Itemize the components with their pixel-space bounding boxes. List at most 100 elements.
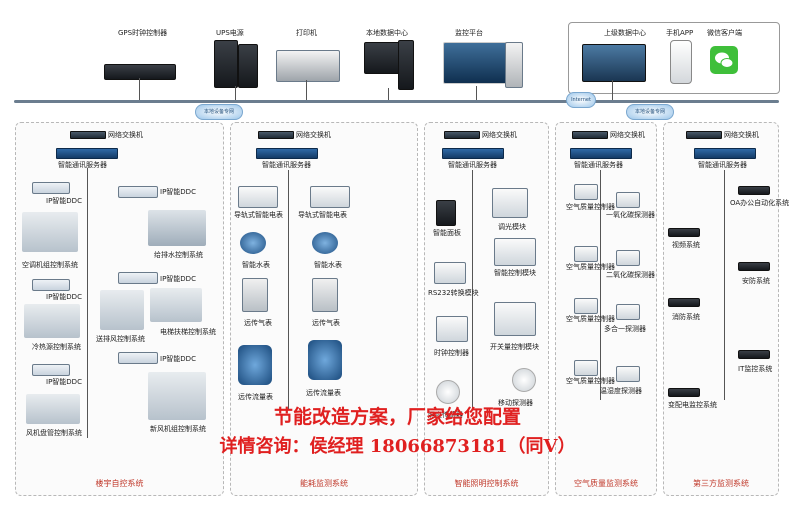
water-supply-illustration xyxy=(148,210,206,246)
fan-coil-illustration xyxy=(26,394,80,424)
air-controller-1 xyxy=(574,184,598,200)
laptop-device xyxy=(582,44,646,82)
gps-clock-device xyxy=(104,64,176,80)
third-panel-title: 第三方监测系统 xyxy=(693,479,749,488)
phone-device xyxy=(670,40,692,84)
printer-label: 打印机 xyxy=(296,29,317,37)
elevator-illustration xyxy=(150,288,202,322)
clock-controller-device xyxy=(436,316,468,342)
building-panel-title: 楼宇自控系统 xyxy=(95,479,144,488)
water-meter-label-2: 智能水表 xyxy=(314,261,342,269)
ddc-controller-5 xyxy=(32,364,70,376)
data-center-tower xyxy=(398,40,414,90)
air-controller-label-1: 空气质量控制器 xyxy=(566,203,615,211)
control-module-device xyxy=(494,238,536,266)
local-network-cloud: 本地设备专网 xyxy=(195,104,243,120)
air-controller-label-2: 空气质量控制器 xyxy=(566,263,615,271)
it-monitor-server-device xyxy=(738,350,770,359)
third-switch-label: 网络交换机 xyxy=(724,131,759,139)
energy-panel-title: 能耗监测系统 xyxy=(300,479,348,488)
oa-server-device xyxy=(738,186,770,195)
lighting-server-device xyxy=(442,148,504,159)
local-network-cloud-right: 本地设备专网 xyxy=(626,104,674,120)
din-meter-label-2: 导轨式智能电表 xyxy=(298,211,347,219)
energy-bus-line xyxy=(288,170,289,410)
smart-panel-label: 智能面板 xyxy=(433,229,461,237)
lighting-switch-device xyxy=(444,131,480,139)
switch-module-label: 开关量控制模块 xyxy=(490,343,539,351)
oa-system-label: OA办公自动化系统 xyxy=(730,199,790,207)
din-meter-label-1: 导轨式智能电表 xyxy=(234,211,283,219)
building-switch-label: 网络交换机 xyxy=(108,131,143,139)
building-switch-device xyxy=(70,131,106,139)
local-network-label-right: 本地设备专网 xyxy=(634,109,665,115)
it-monitor-system-label: IT监控系统 xyxy=(738,365,773,373)
air-bus-line xyxy=(600,170,601,400)
ddc-label-2: IP智能DDC xyxy=(160,188,196,196)
energy-switch-device xyxy=(258,131,294,139)
energy-server-label: 智能通讯服务器 xyxy=(262,161,311,169)
fire-server-device xyxy=(668,298,700,307)
third-server-label: 智能通讯服务器 xyxy=(698,161,747,169)
water-system-label: 给排水控制系统 xyxy=(154,251,203,259)
co-detector-label: 一氧化碳探测器 xyxy=(606,211,655,219)
gas-meter-1 xyxy=(242,278,268,312)
chiller-system-label: 冷热源控制系统 xyxy=(32,343,81,351)
flow-meter-2 xyxy=(308,340,342,380)
ddc-controller-6 xyxy=(118,352,158,364)
building-bus-line xyxy=(87,168,88,438)
co-detector-device xyxy=(616,192,640,208)
video-server-device xyxy=(668,228,700,237)
multi-detector-label: 多合一探测器 xyxy=(604,325,646,333)
illuminance-sensor-device xyxy=(436,380,460,404)
building-server-device xyxy=(56,148,118,159)
dimmer-module-device xyxy=(492,188,528,218)
ups-drop-line xyxy=(235,86,236,100)
water-meter-label-1: 智能水表 xyxy=(242,261,270,269)
remote-access-group xyxy=(568,22,780,94)
water-meter-1 xyxy=(240,232,266,254)
motion-detector-device xyxy=(512,368,536,392)
local-data-center-label: 本地数据中心 xyxy=(366,29,408,37)
gps-drop-line xyxy=(139,78,140,100)
third-bus-line xyxy=(724,170,725,400)
lighting-panel-title: 智能照明控制系统 xyxy=(454,479,519,488)
lighting-switch-label: 网络交换机 xyxy=(482,131,517,139)
co2-detector-label: 二氧化碳探测器 xyxy=(606,271,655,279)
promo-contact: 详情咨询：侯经理 18066873181（同V） xyxy=(219,436,576,457)
dimmer-module-label: 调光模块 xyxy=(498,223,526,231)
ahu-illustration xyxy=(22,212,78,252)
ahu-system-label: 空调机组控制系统 xyxy=(22,261,78,269)
third-switch-device xyxy=(686,131,722,139)
gps-label: GPS时钟控制器 xyxy=(118,29,168,37)
air-switch-label: 网络交换机 xyxy=(610,131,645,139)
elevator-system-label: 电梯扶梯控制系统 xyxy=(160,328,216,336)
ups-label: UPS电源 xyxy=(216,29,244,37)
fan-coil-system-label: 风机盘管控制系统 xyxy=(26,429,82,437)
clock-controller-label: 时钟控制器 xyxy=(434,349,469,357)
monitor-platform-screen xyxy=(443,42,507,84)
energy-switch-label: 网络交换机 xyxy=(296,131,331,139)
control-module-label: 智能控制模块 xyxy=(494,269,536,277)
air-quality-panel: 空气质量监测系统 xyxy=(555,122,657,496)
building-server-label: 智能通讯服务器 xyxy=(58,161,107,169)
security-system-label: 安防系统 xyxy=(742,277,770,285)
gas-meter-label-2: 远传气表 xyxy=(312,319,340,327)
ddc-label-6: IP智能DDC xyxy=(160,355,196,363)
air-controller-label-3: 空气质量控制器 xyxy=(566,315,615,323)
third-party-panel: 第三方监测系统 xyxy=(663,122,779,496)
din-meter-2 xyxy=(310,186,350,208)
flow-meter-label-2: 远传流量表 xyxy=(306,389,341,397)
air-controller-3 xyxy=(574,298,598,314)
data-center-drop-line xyxy=(388,88,389,100)
temp-humidity-detector-device xyxy=(616,366,640,382)
rs232-module-label: RS232转换模块 xyxy=(428,289,479,297)
motion-detector-label: 移动探测器 xyxy=(498,399,533,407)
multi-detector-device xyxy=(616,304,640,320)
switch-module-device xyxy=(494,302,536,336)
local-network-label: 本地设备专网 xyxy=(203,109,234,115)
monitor-platform-tower xyxy=(505,42,523,88)
ddc-label-4: IP智能DDC xyxy=(160,275,196,283)
air-server-label: 智能通讯服务器 xyxy=(574,161,623,169)
security-server-device xyxy=(738,262,770,271)
